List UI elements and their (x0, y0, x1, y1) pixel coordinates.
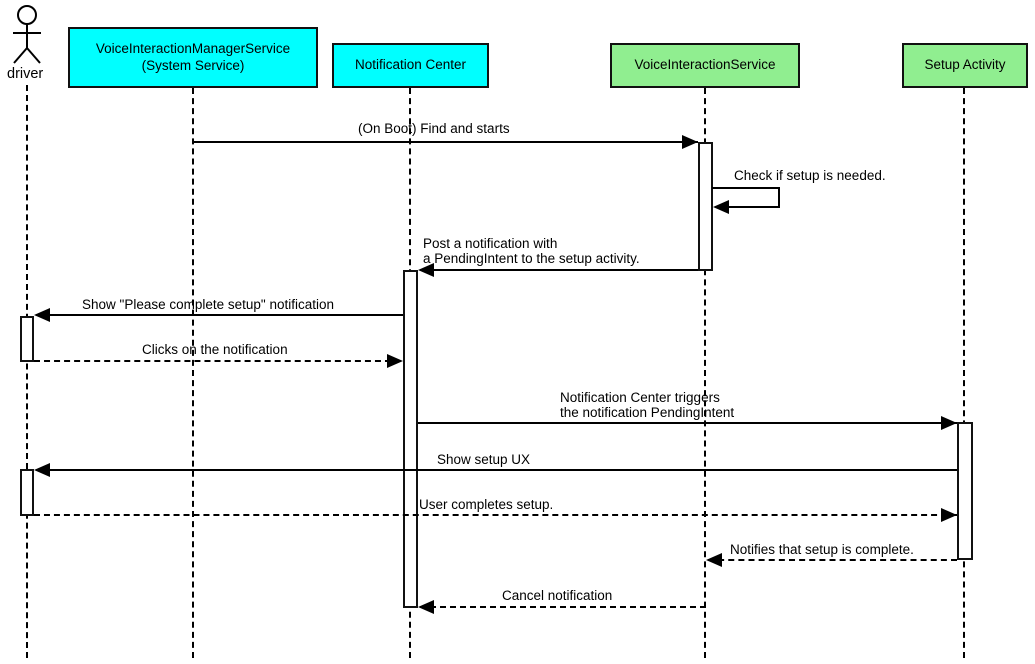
participant-voice-interaction-manager-service: VoiceInteractionManagerService (System S… (68, 27, 318, 88)
actor-label: driver (7, 66, 44, 82)
message-10-label: Cancel notification (502, 588, 613, 603)
participant-label: VoiceInteractionManagerService (95, 40, 291, 56)
participant-label: Setup Activity (924, 57, 1006, 73)
message-2-line-side (778, 187, 780, 208)
message-8-line (34, 514, 957, 516)
message-5-label: Clicks on the notification (142, 342, 288, 357)
participant-notification-center: Notification Center (332, 43, 489, 88)
message-10-arrowhead (418, 600, 434, 614)
message-2-line-top (712, 187, 780, 189)
participant-setup-activity: Setup Activity (902, 43, 1028, 88)
message-9-line (708, 559, 957, 561)
message-4-label: Show "Please complete setup" notificatio… (82, 297, 334, 312)
message-3-label-line2: a PendingIntent to the setup activity. (423, 251, 640, 266)
message-5-arrowhead (387, 354, 403, 368)
message-6-arrowhead (941, 416, 957, 430)
message-1-arrowhead (682, 135, 698, 149)
message-5-line (34, 360, 401, 362)
message-9-label: Notifies that setup is complete. (730, 542, 914, 557)
message-2-line-bottom (727, 206, 780, 208)
message-7-arrowhead (34, 463, 50, 477)
message-2-arrowhead (713, 200, 729, 214)
lifeline-setup-activity (963, 88, 965, 658)
message-1-line (193, 141, 698, 143)
message-9-arrowhead (706, 553, 722, 567)
activation-notification-center (403, 270, 418, 608)
message-3-line (420, 269, 698, 271)
actor-icon (13, 5, 41, 64)
message-3-arrowhead (418, 263, 434, 277)
message-4-line (36, 314, 403, 316)
activation-voice-interaction-service (698, 142, 713, 271)
message-6-label-line2: the notification PendingIntent (560, 405, 735, 420)
activation-driver-2 (20, 469, 34, 516)
message-7-line (36, 469, 957, 471)
participant-label: Notification Center (354, 57, 467, 73)
participant-label: VoiceInteractionService (634, 57, 776, 73)
message-6-line (418, 422, 957, 424)
activation-setup-activity (957, 422, 973, 560)
lifeline-driver (26, 85, 28, 658)
participant-label: (System Service) (141, 57, 245, 73)
message-6-label-line1: Notification Center triggers (560, 390, 720, 405)
message-8-arrowhead (941, 508, 957, 522)
activation-driver-1 (20, 316, 34, 362)
message-4-arrowhead (34, 308, 50, 322)
lifeline-voice-interaction-manager-service (192, 88, 194, 658)
message-2-label: Check if setup is needed. (734, 168, 886, 183)
message-8-label: User completes setup. (419, 497, 554, 512)
participant-voice-interaction-service: VoiceInteractionService (610, 43, 800, 88)
message-7-label: Show setup UX (437, 452, 531, 467)
message-3-label-line1: Post a notification with (423, 236, 558, 251)
message-1-label: (On Boot) Find and starts (358, 121, 510, 136)
message-10-line (420, 606, 706, 608)
lifeline-voice-interaction-service (704, 88, 706, 658)
